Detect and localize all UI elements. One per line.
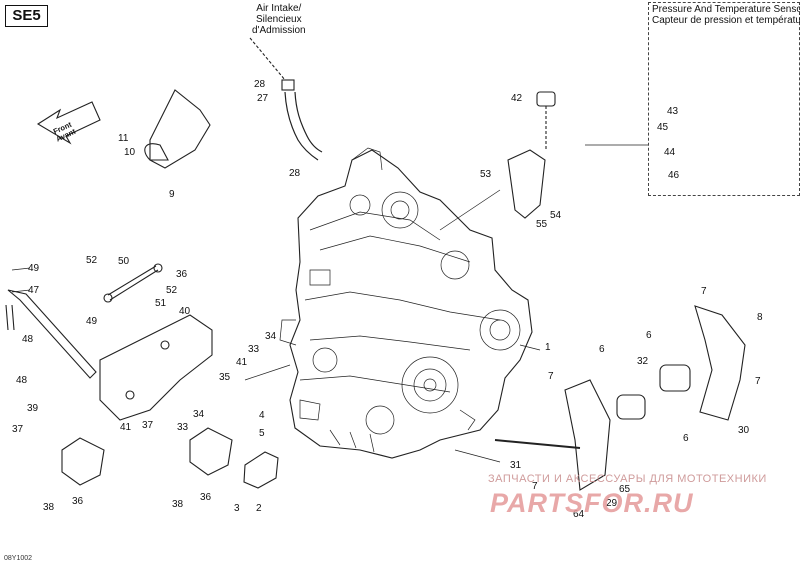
callout-31: 31	[510, 460, 522, 471]
callout-65: 65	[619, 484, 631, 495]
callout-52b: 52	[166, 285, 178, 296]
callout-27: 27	[257, 93, 269, 104]
mount-bracket-left	[99, 314, 213, 421]
callout-32: 32	[637, 356, 649, 367]
callout-46: 46	[668, 170, 680, 181]
engine-mount-36b	[189, 427, 233, 476]
callout-28a: 28	[254, 79, 266, 90]
callout-52a: 52	[86, 255, 98, 266]
engine-block-outline	[289, 149, 533, 459]
callout-6a: 6	[599, 344, 605, 355]
pressure-sensor-title-line2: Capteur de pression et température	[652, 15, 800, 26]
callout-9: 9	[169, 189, 175, 200]
callout-41b: 41	[120, 422, 132, 433]
callout-33b: 33	[177, 422, 189, 433]
callout-36c: 36	[176, 269, 188, 280]
callout-33a: 33	[248, 344, 260, 355]
callout-29: 29	[606, 498, 618, 509]
air-intake-title-line3: d'Admission	[252, 25, 306, 36]
callout-7c: 7	[755, 376, 761, 387]
sensor-assembly	[149, 89, 211, 169]
callout-28b: 28	[289, 168, 301, 179]
callout-38a: 38	[43, 502, 55, 513]
callout-10: 10	[124, 147, 136, 158]
air-intake-title-line1: Air Intake/	[256, 3, 302, 14]
callout-3: 3	[234, 503, 240, 514]
watermark-logo: PARTSFOR.RU	[490, 488, 694, 518]
engine-mount-36a	[61, 437, 105, 486]
callout-40: 40	[179, 306, 191, 317]
callout-30: 30	[738, 425, 750, 436]
callout-7b: 7	[548, 371, 554, 382]
callout-37a: 37	[12, 424, 24, 435]
front-arrow-shape	[36, 101, 101, 145]
callout-43: 43	[667, 106, 679, 117]
callout-51: 51	[155, 298, 167, 309]
pressure-sensor-inset	[648, 2, 800, 196]
callout-64: 64	[573, 509, 585, 520]
callout-50: 50	[118, 256, 130, 267]
air-intake-title: Air Intake/ Silencieux d'Admission	[252, 3, 306, 36]
air-intake-title-line2: Silencieux	[256, 14, 302, 25]
callout-6b: 6	[646, 330, 652, 341]
callout-53: 53	[480, 169, 492, 180]
callout-7a: 7	[701, 286, 707, 297]
callout-7d: 7	[532, 481, 538, 492]
callout-38b: 38	[172, 499, 184, 510]
section-code-label: SE5	[5, 5, 48, 27]
callout-36a: 36	[72, 496, 84, 507]
callout-49b: 49	[86, 316, 98, 327]
callout-37b: 37	[142, 420, 154, 431]
callout-35: 35	[219, 372, 231, 383]
callout-39: 39	[27, 403, 39, 414]
callout-47: 47	[28, 285, 40, 296]
callout-41a: 41	[236, 357, 248, 368]
pressure-sensor-title: Pressure And Temperature Sensor/ Capteur…	[652, 4, 800, 26]
watermark-text: ЗАПЧАСТИ И АКСЕССУАРЫ ДЛЯ МОТОТЕХНИКИ	[488, 473, 767, 485]
callout-34a: 34	[265, 331, 277, 342]
callout-5: 5	[259, 428, 265, 439]
callout-48b: 48	[16, 375, 28, 386]
callout-45: 45	[657, 122, 669, 133]
callout-4: 4	[259, 410, 265, 421]
callout-54: 54	[550, 210, 562, 221]
callout-8: 8	[757, 312, 763, 323]
callout-44: 44	[664, 147, 676, 158]
callout-1: 1	[545, 342, 551, 353]
callout-34b: 34	[193, 409, 205, 420]
pressure-sensor-title-line1: Pressure And Temperature Sensor/	[652, 4, 800, 15]
callout-55: 55	[536, 219, 548, 230]
callout-48a: 48	[22, 334, 34, 345]
air-intake-hose	[284, 91, 323, 161]
drawing-code: 08Y1002	[4, 555, 33, 562]
callout-42: 42	[511, 93, 523, 104]
callout-11: 11	[118, 133, 129, 144]
callout-36b: 36	[200, 492, 212, 503]
callout-6c: 6	[683, 433, 689, 444]
callout-49a: 49	[28, 263, 40, 274]
mount-bracket-right	[694, 305, 746, 421]
callout-2: 2	[256, 503, 262, 514]
